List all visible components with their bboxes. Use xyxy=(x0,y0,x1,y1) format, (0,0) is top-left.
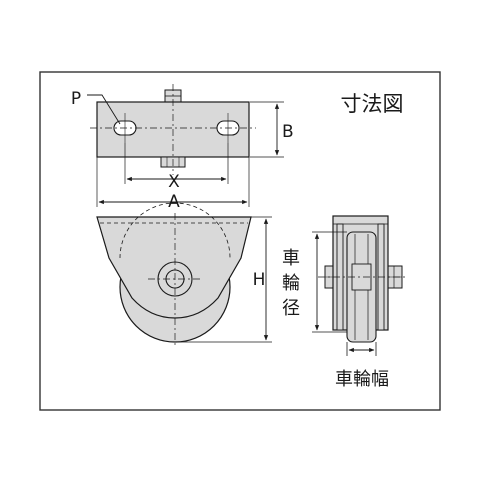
dimension-x xyxy=(124,143,229,184)
label-b: B xyxy=(282,122,294,142)
dimension-b xyxy=(250,101,284,158)
side-view xyxy=(318,215,408,343)
label-wheel-diameter-2: 輪 xyxy=(282,273,300,294)
label-wheel-width: 車輪幅 xyxy=(335,369,389,390)
dimension-a xyxy=(96,157,250,207)
dimension-wheel-width xyxy=(346,342,377,356)
drawing-title: 寸法図 xyxy=(341,92,404,116)
label-p: P xyxy=(71,89,81,109)
label-h: H xyxy=(253,270,266,290)
label-wheel-diameter-3: 径 xyxy=(282,298,300,319)
label-a: A xyxy=(168,192,180,212)
label-x: X xyxy=(168,172,180,192)
leader-p xyxy=(87,94,121,125)
label-wheel-diameter-1: 車 xyxy=(282,248,300,269)
front-view xyxy=(96,202,252,346)
top-view xyxy=(90,84,256,175)
dimension-wheel-diameter xyxy=(312,231,347,333)
dimension-h xyxy=(178,216,272,343)
